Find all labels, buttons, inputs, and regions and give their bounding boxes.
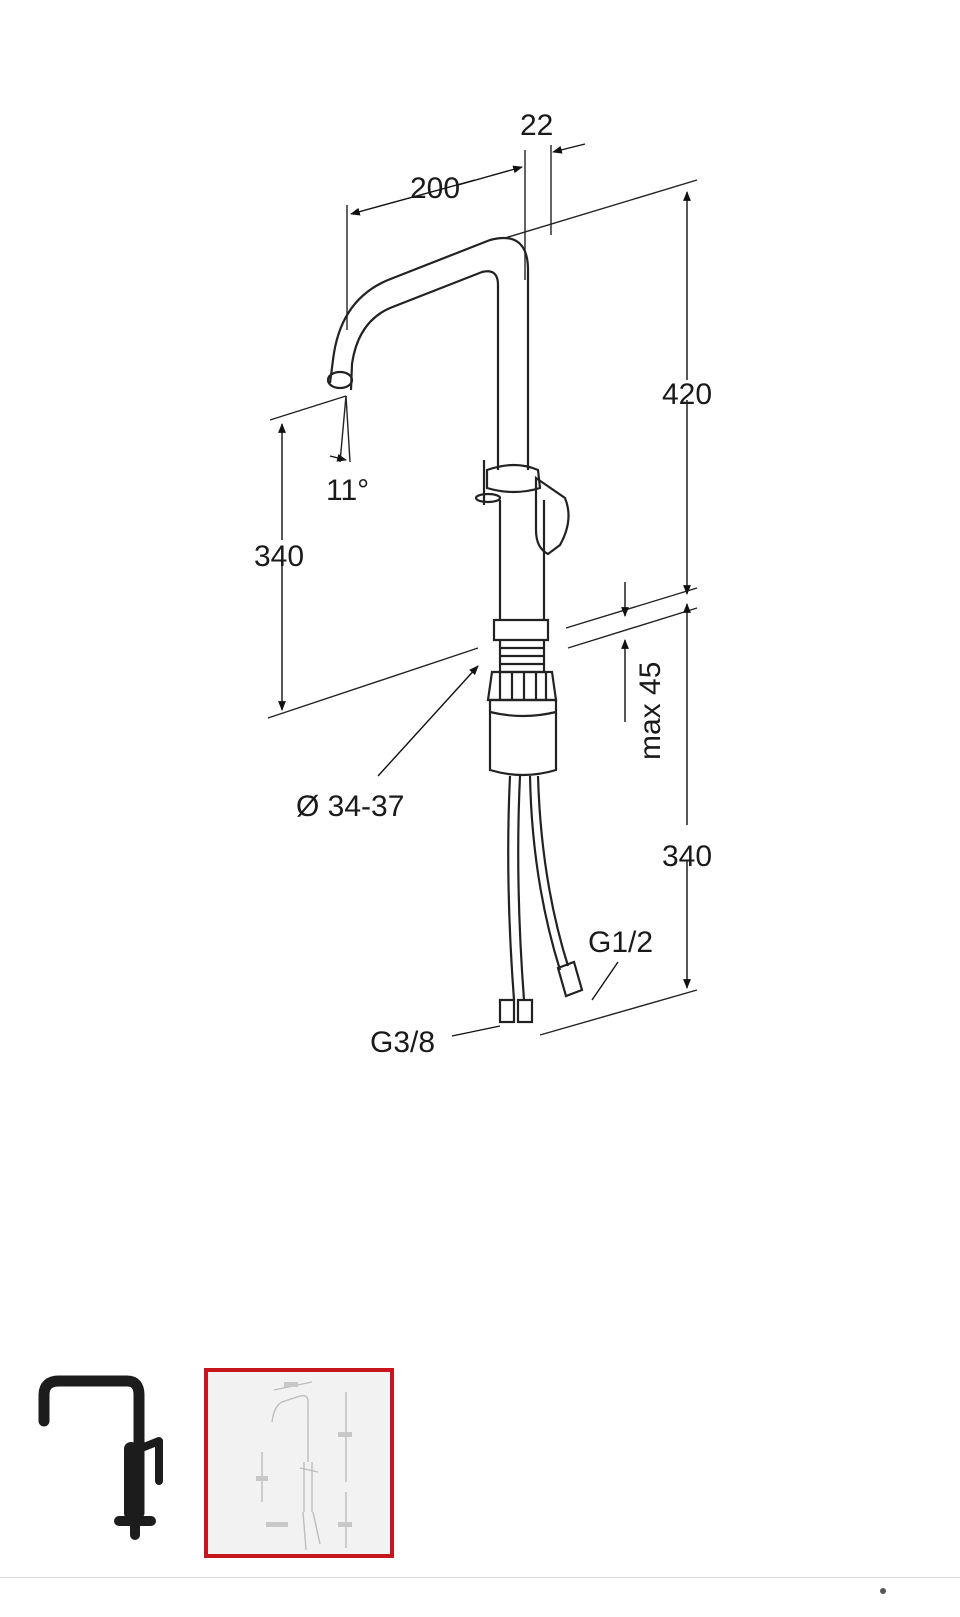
dim-angle: 11° bbox=[326, 474, 369, 507]
thumbnail-faucet-photo[interactable] bbox=[16, 1368, 206, 1558]
extension-lines bbox=[267, 145, 698, 1036]
technical-drawing: 200 22 420 11° 340 max 45 Ø 34-37 340 G1… bbox=[254, 109, 712, 1059]
faucet-outline bbox=[326, 236, 584, 1024]
conn-outlet: G3/8 bbox=[370, 1026, 435, 1059]
dim-pipe-diameter: 22 bbox=[520, 109, 553, 142]
thumbnail-strip bbox=[0, 1360, 960, 1580]
conn-hot-cold: G1/2 bbox=[588, 926, 653, 959]
footer-bar bbox=[0, 1578, 960, 1617]
thumbnail-technical-drawing[interactable] bbox=[204, 1368, 394, 1558]
technical-drawing-icon bbox=[256, 1381, 352, 1551]
dim-max-thickness: max 45 bbox=[634, 662, 667, 760]
dimension-arrows bbox=[278, 143, 691, 1037]
faucet-photo-icon bbox=[38, 1375, 163, 1540]
footer-divider bbox=[0, 1577, 960, 1578]
dim-spout-height: 340 bbox=[254, 540, 304, 573]
product-image-viewer[interactable]: 200 22 420 11° 340 max 45 Ø 34-37 340 G1… bbox=[0, 0, 960, 1300]
dim-spout-width: 200 bbox=[410, 172, 460, 205]
dim-hose-length: 340 bbox=[662, 840, 712, 873]
more-indicator-icon bbox=[880, 1588, 886, 1594]
dim-total-height: 420 bbox=[662, 378, 712, 411]
dim-hole-diameter: Ø 34-37 bbox=[296, 790, 404, 823]
